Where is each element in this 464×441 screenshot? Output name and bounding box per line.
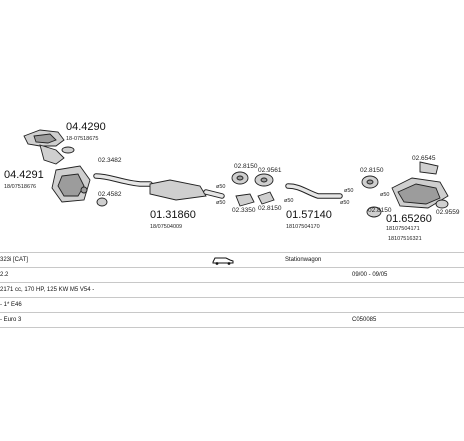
model-name: 323i [CAT] [0, 257, 28, 263]
diameter-label-6: ø50 [380, 192, 389, 198]
exhaust-system-diagram: ø50 ø50 ø50 ø50 ø50 ø50 04.4290 18-07518… [4, 121, 460, 242]
part-number-label: 02.8150 [360, 167, 384, 174]
diameter-label-4: ø50 [340, 200, 349, 206]
part-number-label: 02.8150 [234, 163, 258, 170]
engine-specs: 2171 cc, 170 HP, 125 KW M5 V54 - [0, 287, 95, 293]
part-reference-label: 18-07518675 [66, 136, 98, 142]
production-period: 09/00 - 09/05 [352, 272, 388, 278]
part-reference-label: 18/07518676 [4, 184, 36, 190]
info-row: - 1* E46 [0, 297, 464, 312]
part-number-label: 01.57140 [286, 209, 332, 221]
rear-silencer [391, 161, 449, 209]
diameter-label-3: ø50 [284, 198, 293, 204]
intermediate-pipe [285, 183, 343, 199]
info-row: 2171 cc, 170 HP, 125 KW M5 V54 - [0, 282, 464, 297]
part-number-label: 01.31860 [150, 209, 196, 221]
part-reference-label: 18/07504009 [150, 224, 182, 230]
diameter-label-5: ø50 [344, 188, 353, 194]
pipe-diameter-markers: ø50 ø50 ø50 ø50 ø50 ø50 [216, 184, 389, 206]
diameter-label-2: ø50 [216, 200, 225, 206]
part-number-label: 02.3350 [232, 207, 256, 214]
part-number-label: 02.3482 [98, 157, 122, 164]
part-number-label: 02.9559 [436, 209, 460, 216]
diameter-label-1: ø50 [216, 184, 225, 190]
vehicle-info-table: 323i [CAT] Stationwagon 2.2 09/00 - 09/0… [0, 252, 464, 328]
info-row: - Euro 3 C050085 [0, 312, 464, 328]
exhaust-manifold-lower [39, 144, 65, 165]
info-row: 323i [CAT] Stationwagon [0, 252, 464, 267]
center-silencer [149, 179, 225, 201]
part-reference-label: 18107504171 [386, 226, 420, 232]
front-pipe [80, 173, 153, 207]
part-number-label: 02.4582 [98, 191, 122, 198]
part-number-labels: 04.4290 18-07518675 04.4291 18/07518676 … [4, 121, 460, 242]
part-number-label: 02.6545 [412, 155, 436, 162]
part-number-label: 02.8150 [258, 205, 282, 212]
part-number-label: 02.8150 [368, 207, 392, 214]
catalog-code: C050085 [352, 317, 377, 323]
emission-norm: - Euro 3 [0, 317, 22, 323]
info-row: 2.2 09/00 - 09/05 [0, 267, 464, 282]
part-number-label: 04.4291 [4, 169, 44, 181]
catalytic-converter-front [51, 165, 91, 203]
engine-size: 2.2 [0, 272, 9, 278]
hangers-rear [361, 175, 382, 218]
exhaust-manifold-upper [23, 129, 75, 154]
stationwagon-icon [212, 257, 234, 265]
chassis-code: - 1* E46 [0, 302, 22, 308]
body-type: Stationwagon [285, 257, 322, 263]
part-reference-label: 18107504170 [286, 224, 320, 230]
part-number-label: 02.9561 [258, 167, 282, 174]
part-reference-label: 18107516321 [388, 236, 422, 242]
part-number-label: 04.4290 [66, 121, 106, 133]
part-number-label: 01.65260 [386, 213, 432, 225]
hangers-middle [231, 171, 275, 207]
